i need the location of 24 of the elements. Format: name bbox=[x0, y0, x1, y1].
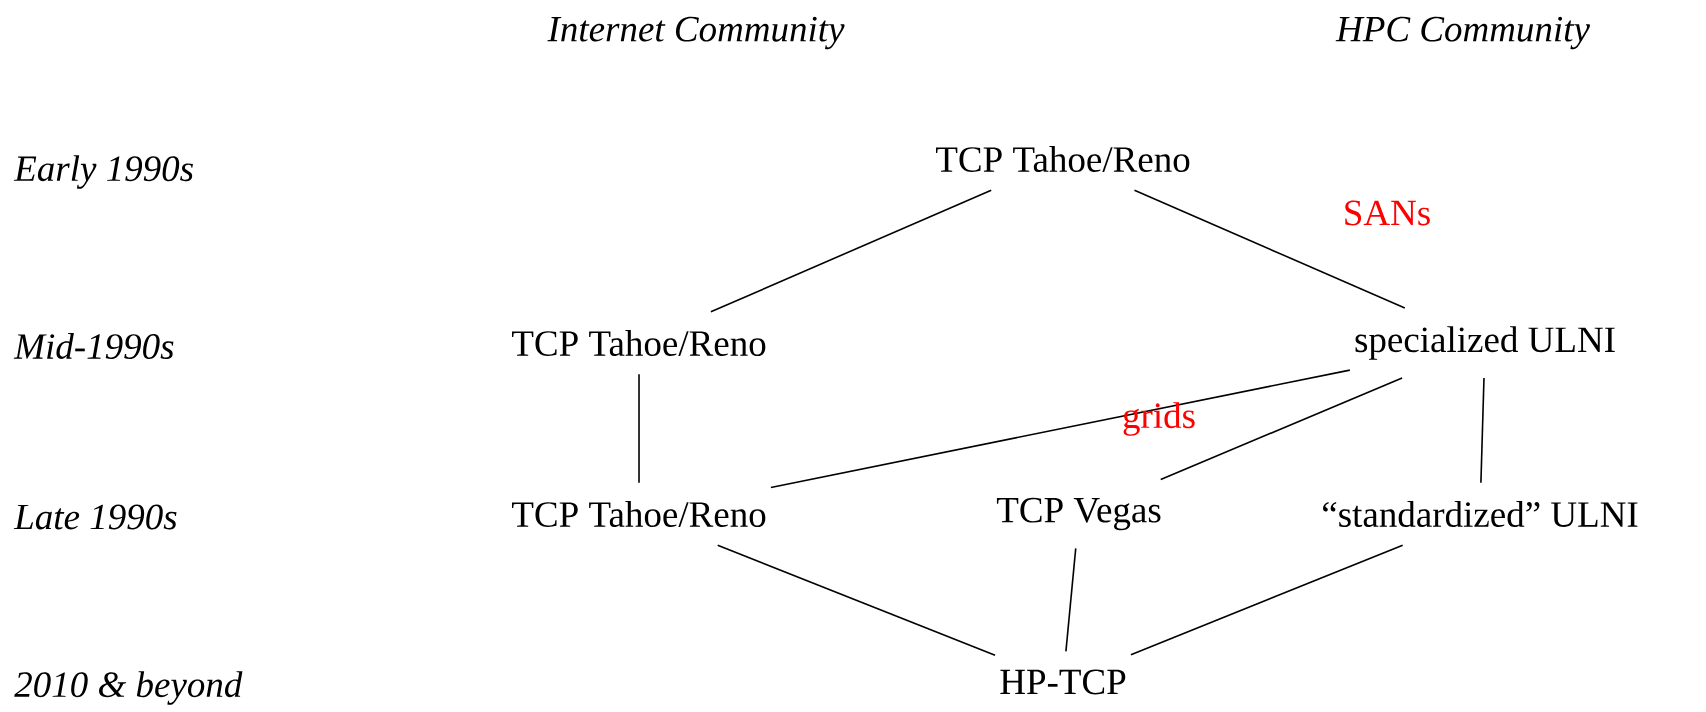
node-label: TCP Vegas bbox=[996, 497, 1161, 531]
column-heading: HPC Community bbox=[1335, 16, 1590, 50]
node-label: TCP Tahoe/Reno bbox=[512, 501, 766, 527]
connector-line bbox=[1065, 547, 1077, 653]
row-label: Late 1990s bbox=[13, 504, 177, 530]
connector-line bbox=[638, 373, 640, 484]
connector-line bbox=[770, 369, 1351, 489]
row-label: Mid-1990s bbox=[13, 332, 174, 359]
connector-line bbox=[1130, 544, 1404, 656]
node-label: specialized ULNI bbox=[1355, 326, 1615, 360]
connector-line bbox=[1480, 377, 1485, 484]
node-label: “standardized” ULNI bbox=[1323, 501, 1638, 527]
connector-line bbox=[710, 189, 993, 313]
column-heading: Internet Community bbox=[547, 16, 845, 50]
node-label: TCP Tahoe/Reno bbox=[936, 146, 1190, 172]
node-label: HP-TCP bbox=[1000, 669, 1126, 695]
connector-line bbox=[716, 544, 996, 656]
row-label: Early 1990s bbox=[13, 155, 193, 189]
row-label: 2010 & beyond bbox=[14, 671, 243, 705]
edge-label: grids bbox=[1123, 402, 1195, 436]
connector-line bbox=[1133, 189, 1406, 309]
node-label: TCP Tahoe/Reno bbox=[512, 330, 766, 356]
edge-label: SANs bbox=[1345, 200, 1430, 226]
connector-line bbox=[1159, 377, 1403, 481]
